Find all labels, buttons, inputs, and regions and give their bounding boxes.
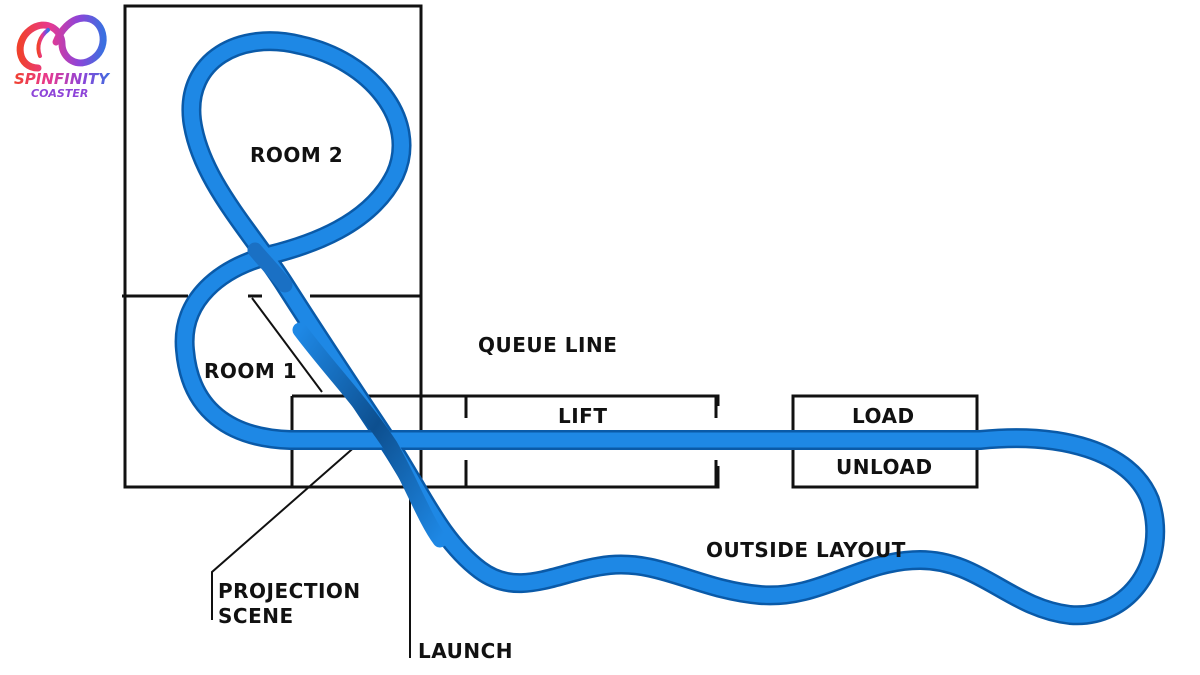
queue-line-label: QUEUE LINE: [478, 333, 617, 357]
track-path-shadow: [174, 31, 1166, 626]
unload-label: UNLOAD: [836, 455, 933, 479]
leader-lines: [211, 297, 411, 658]
projection-leader: [211, 443, 359, 620]
coaster-track: [174, 31, 1166, 626]
brand-logo: SPINFINITY COASTER: [14, 14, 111, 100]
room1-leader: [251, 297, 323, 393]
outside-layout-label: OUTSIDE LAYOUT: [706, 538, 906, 562]
room1-label: ROOM 1: [204, 359, 297, 383]
room2-label: ROOM 2: [250, 143, 343, 167]
brand-name: SPINFINITY: [14, 70, 111, 88]
lift-label: LIFT: [558, 404, 608, 428]
labels: ROOM 2 ROOM 1 QUEUE LINE LIFT LOAD UNLOA…: [204, 143, 933, 663]
infinity-loop-icon: [16, 14, 107, 72]
projection-label-line1: PROJECTION: [218, 579, 361, 603]
main-building: [123, 4, 423, 489]
track-crossover: [292, 322, 448, 548]
track-path: [177, 33, 1163, 623]
launch-label: LAUNCH: [418, 639, 513, 663]
brand-subtitle: COASTER: [31, 87, 88, 100]
projection-label-line2: SCENE: [218, 604, 294, 628]
track-figure8-cross: [247, 242, 293, 293]
wall-stubs: [290, 396, 718, 487]
load-label: LOAD: [852, 404, 915, 428]
